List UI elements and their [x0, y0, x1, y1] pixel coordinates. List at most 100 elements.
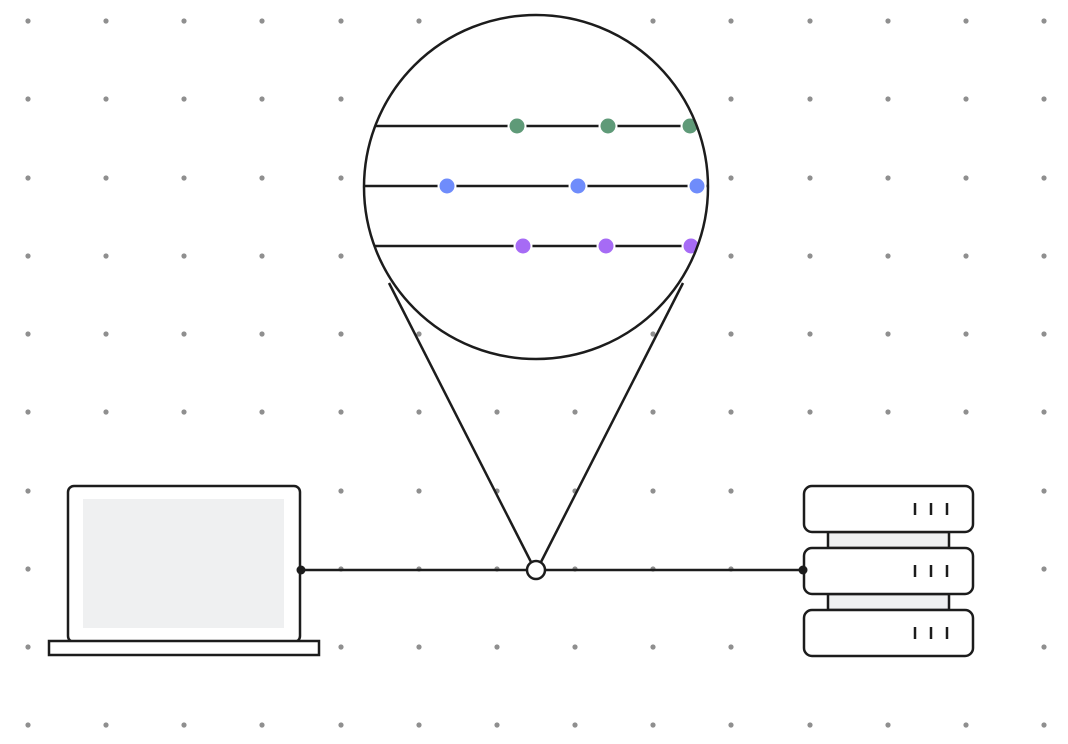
magnifier-cone-left	[387, 282, 533, 563]
server-stack-icon	[802, 484, 975, 658]
grid-dot	[259, 722, 265, 728]
grid-dot	[181, 722, 187, 728]
grid-dot	[338, 175, 344, 181]
grid-dot	[728, 644, 734, 650]
grid-dot	[1041, 722, 1047, 728]
grid-dot	[25, 722, 31, 728]
grid-dot	[650, 331, 656, 337]
grid-dot	[572, 644, 578, 650]
grid-dot	[338, 96, 344, 102]
server-connector	[826, 592, 951, 612]
grid-dot	[259, 96, 265, 102]
grid-dot	[728, 331, 734, 337]
grid-dot	[1041, 644, 1047, 650]
grid-dot	[572, 722, 578, 728]
grid-dot	[728, 175, 734, 181]
grid-dot	[259, 331, 265, 337]
packet-streams	[364, 116, 708, 256]
grid-dot	[807, 409, 813, 415]
grid-dot	[885, 722, 891, 728]
grid-dot	[416, 722, 422, 728]
grid-dot	[885, 331, 891, 337]
server-unit-body	[802, 608, 975, 658]
grid-dot	[885, 175, 891, 181]
grid-dot	[259, 409, 265, 415]
grid-dot	[416, 644, 422, 650]
grid-dot	[338, 253, 344, 259]
grid-dot	[259, 253, 265, 259]
grid-dot	[885, 18, 891, 24]
grid-dot	[963, 175, 969, 181]
grid-dot	[728, 488, 734, 494]
grid-dot	[25, 96, 31, 102]
grid-dot	[963, 409, 969, 415]
laptop-icon	[47, 484, 321, 657]
grid-dot	[963, 331, 969, 337]
grid-dot	[1041, 96, 1047, 102]
grid-dot	[181, 331, 187, 337]
grid-dot	[807, 253, 813, 259]
grid-dot	[25, 644, 31, 650]
grid-dot	[807, 96, 813, 102]
grid-dot	[25, 175, 31, 181]
grid-dot	[259, 18, 265, 24]
connection-endpoint-server	[798, 565, 808, 575]
grid-dot	[572, 409, 578, 415]
grid-dot	[963, 18, 969, 24]
grid-dot	[416, 488, 422, 494]
packet-stream	[364, 176, 708, 196]
grid-dot	[25, 331, 31, 337]
grid-dot	[416, 331, 422, 337]
grid-dot	[494, 409, 500, 415]
data-packet	[437, 176, 457, 196]
grid-dot	[338, 18, 344, 24]
grid-dot	[1041, 253, 1047, 259]
grid-dot	[338, 488, 344, 494]
grid-dot	[494, 722, 500, 728]
grid-dot	[885, 409, 891, 415]
data-packet	[513, 236, 533, 256]
grid-dot	[103, 18, 109, 24]
grid-dot	[1041, 566, 1047, 572]
grid-dot	[963, 722, 969, 728]
server-unit	[802, 608, 975, 658]
grid-dot	[181, 175, 187, 181]
grid-dot	[103, 331, 109, 337]
grid-dot	[650, 409, 656, 415]
grid-dot	[807, 331, 813, 337]
grid-dot	[25, 18, 31, 24]
grid-dot	[728, 96, 734, 102]
grid-dot	[25, 566, 31, 572]
grid-dot	[885, 253, 891, 259]
grid-dot	[1041, 409, 1047, 415]
grid-dot	[728, 722, 734, 728]
grid-dot	[25, 488, 31, 494]
server-unit-body	[802, 484, 975, 534]
server-unit	[802, 484, 975, 534]
grid-dot	[338, 409, 344, 415]
magnifier-cone-right	[539, 282, 685, 563]
connection-junction	[525, 559, 547, 581]
grid-dot	[416, 18, 422, 24]
grid-dot	[963, 96, 969, 102]
data-packet	[596, 236, 616, 256]
grid-dot	[103, 409, 109, 415]
grid-dot	[25, 409, 31, 415]
grid-dot	[650, 722, 656, 728]
grid-dot	[25, 253, 31, 259]
grid-dot	[181, 18, 187, 24]
grid-dot	[885, 96, 891, 102]
magnifier-ring	[362, 13, 710, 361]
connection-endpoint-laptop	[296, 565, 306, 575]
data-packet	[598, 116, 618, 136]
grid-dot	[181, 96, 187, 102]
grid-dot	[103, 722, 109, 728]
grid-dot	[103, 96, 109, 102]
grid-dot	[728, 18, 734, 24]
magnifier-circle	[362, 13, 710, 361]
grid-dot	[807, 722, 813, 728]
grid-dot	[181, 253, 187, 259]
data-packet	[507, 116, 527, 136]
